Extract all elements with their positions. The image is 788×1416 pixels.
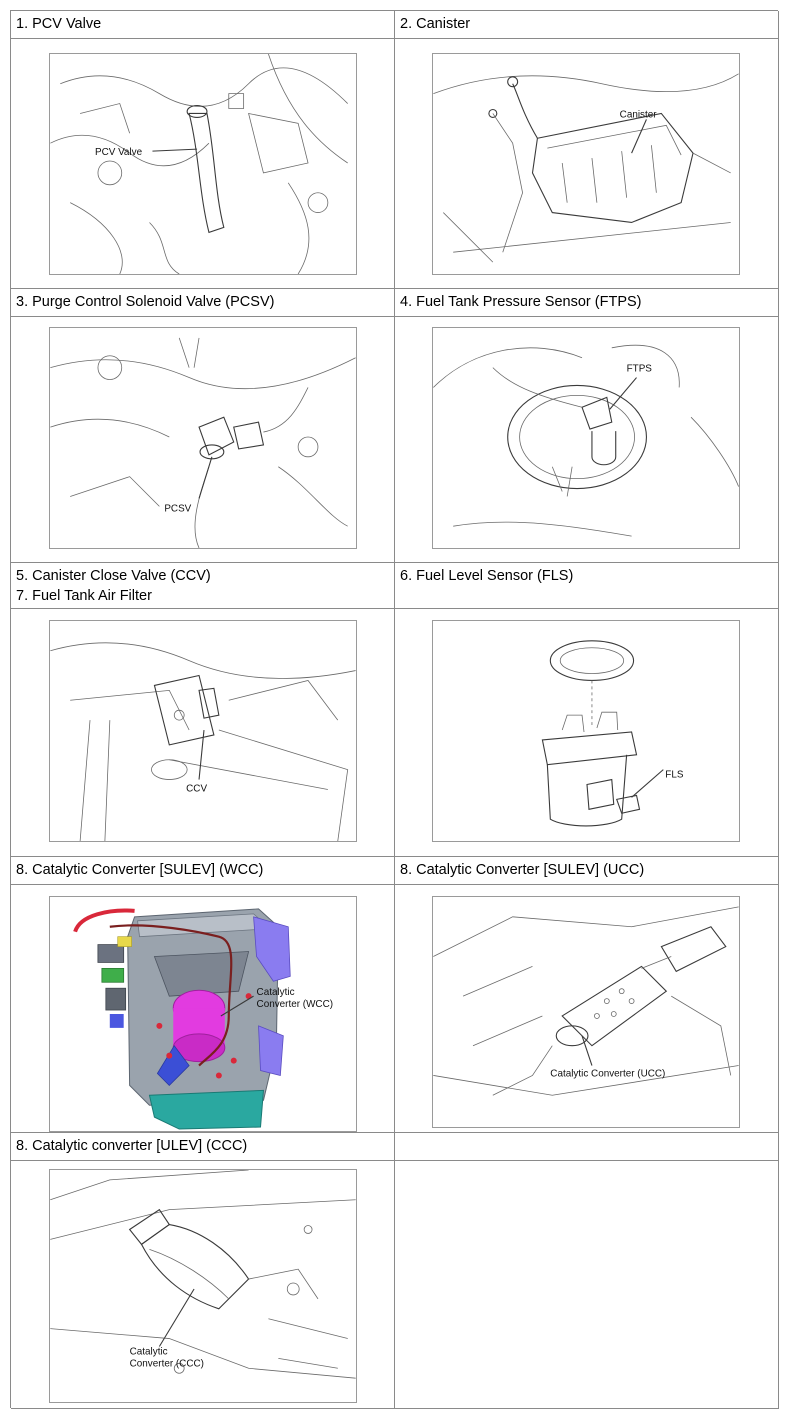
header-ccv: 5. Canister Close Valve (CCV) 7. Fuel Ta… <box>11 563 395 609</box>
header-ccc: 8. Catalytic converter [ULEV] (CCC) <box>11 1133 395 1161</box>
pcsv-figure: PCSV <box>49 327 357 549</box>
ccc-figure: Catalytic Converter (CCC) <box>49 1169 357 1403</box>
image-cell-fls: FLS <box>395 609 779 857</box>
wcc-figure: Catalytic Converter (WCC) <box>49 896 357 1132</box>
image-cell-ccc: Catalytic Converter (CCC) <box>11 1161 395 1409</box>
header-ucc: 8. Catalytic Converter [SULEV] (UCC) <box>395 857 779 885</box>
image-cell-ftps: FTPS <box>395 317 779 563</box>
image-cell-canister: Canister <box>395 39 779 289</box>
callout-ccc-line1: Catalytic <box>130 1346 168 1357</box>
callout-pcv-valve: PCV Valve <box>95 147 143 158</box>
fls-figure: FLS <box>432 620 740 842</box>
ucc-figure: Catalytic Converter (UCC) <box>432 896 740 1128</box>
callout-pcsv: PCSV <box>164 503 191 514</box>
header-text: 6. Fuel Level Sensor (FLS) <box>400 568 574 584</box>
ccv-figure: CCV <box>49 620 357 842</box>
header-text: 8. Catalytic Converter [SULEV] (UCC) <box>400 862 645 878</box>
component-table: 1. PCV Valve 2. Canister PCV Valve <box>10 10 779 1409</box>
header-text: 8. Catalytic Converter [SULEV] (WCC) <box>16 862 264 878</box>
image-cell-pcsv: PCSV <box>11 317 395 563</box>
pcv-valve-figure: PCV Valve <box>49 53 357 275</box>
callout-ucc: Catalytic Converter (UCC) <box>550 1068 665 1079</box>
ftps-figure: FTPS <box>432 327 740 549</box>
header-pcsv: 3. Purge Control Solenoid Valve (PCSV) <box>11 289 395 317</box>
empty-cell <box>395 1161 779 1409</box>
header-fls: 6. Fuel Level Sensor (FLS) <box>395 563 779 609</box>
header-wcc: 8. Catalytic Converter [SULEV] (WCC) <box>11 857 395 885</box>
callout-wcc-line2: Converter (WCC) <box>257 999 334 1010</box>
header-text: 4. Fuel Tank Pressure Sensor (FTPS) <box>400 294 642 310</box>
callout-fls: FLS <box>665 770 684 781</box>
header-empty <box>395 1133 779 1161</box>
callout-canister: Canister <box>620 109 658 120</box>
image-cell-ccv: CCV <box>11 609 395 857</box>
header-canister: 2. Canister <box>395 11 779 39</box>
callout-ftps: FTPS <box>627 364 653 375</box>
callout-wcc-line1: Catalytic <box>257 987 295 998</box>
header-text: 3. Purge Control Solenoid Valve (PCSV) <box>16 294 275 310</box>
header-text: 8. Catalytic converter [ULEV] (CCC) <box>16 1138 248 1154</box>
header-pcv-valve: 1. PCV Valve <box>11 11 395 39</box>
header-ftps: 4. Fuel Tank Pressure Sensor (FTPS) <box>395 289 779 317</box>
image-cell-ucc: Catalytic Converter (UCC) <box>395 885 779 1133</box>
header-text: 2. Canister <box>400 16 471 32</box>
image-cell-pcv-valve: PCV Valve <box>11 39 395 289</box>
callout-ccc-line2: Converter (CCC) <box>130 1358 204 1369</box>
header-text: 7. Fuel Tank Air Filter <box>16 588 152 604</box>
image-cell-wcc: Catalytic Converter (WCC) <box>11 885 395 1133</box>
callout-ccv: CCV <box>186 783 207 794</box>
canister-figure: Canister <box>432 53 740 275</box>
header-text: 5. Canister Close Valve (CCV) <box>16 568 211 584</box>
header-text: 1. PCV Valve <box>16 16 102 32</box>
